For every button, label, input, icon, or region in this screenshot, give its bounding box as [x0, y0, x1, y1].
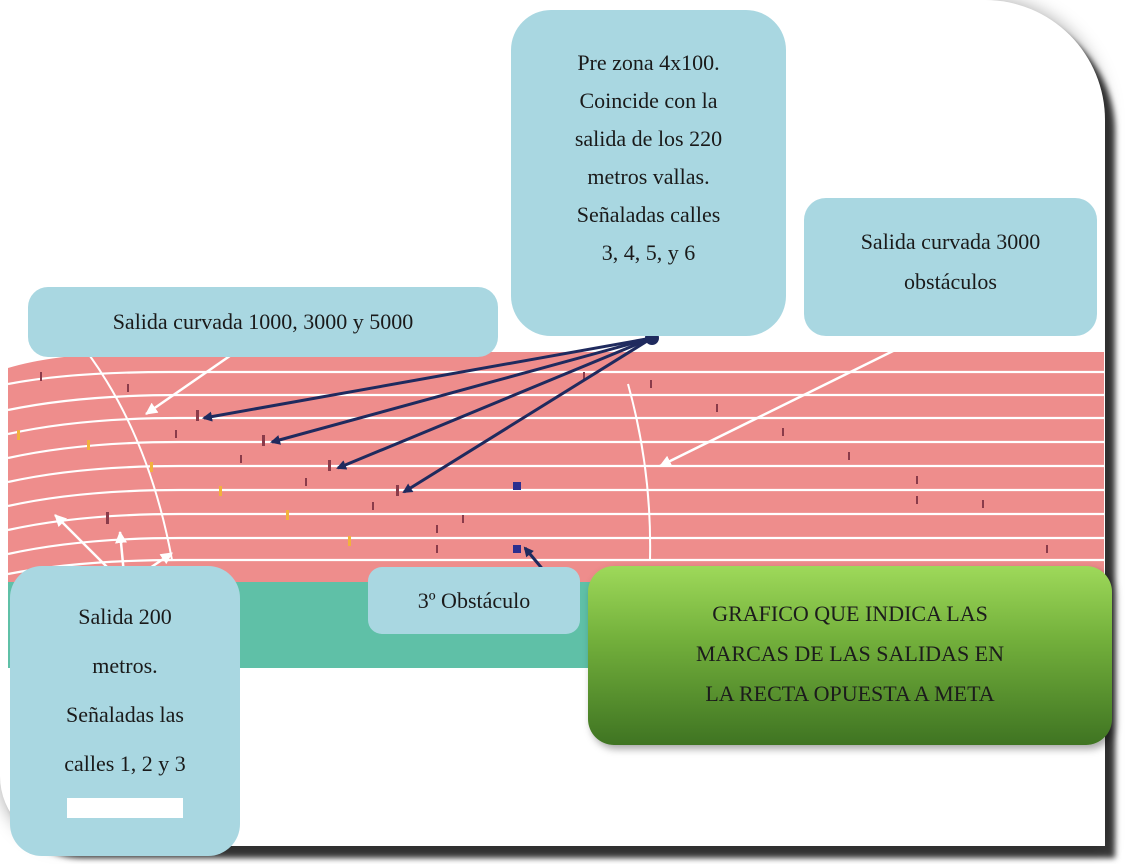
- callout-line: metros.: [92, 653, 158, 678]
- white-bar: [67, 798, 183, 818]
- pointer-arrow: [270, 336, 653, 445]
- lane-mark: [716, 404, 718, 412]
- lane-mark: [372, 502, 374, 510]
- title-line: MARCAS DE LAS SALIDAS EN: [695, 641, 1005, 666]
- lane-mark: [848, 452, 850, 460]
- hurdle-mark: [513, 482, 521, 490]
- curved-start-line-right: [627, 383, 652, 561]
- obstaculo-callout: 3º Obstáculo: [368, 567, 580, 634]
- callout-line: salida de los 220: [574, 126, 723, 151]
- lane-mark: [106, 512, 109, 524]
- lane-mark: [982, 500, 984, 508]
- lane-line: [7, 512, 1104, 532]
- lane-line: [7, 464, 1104, 484]
- orange-mark: [348, 536, 351, 546]
- lane-marks: [40, 372, 1048, 553]
- callout-line: Coincide con la: [579, 88, 718, 113]
- orange-mark: [286, 510, 289, 520]
- lane-mark: [305, 478, 307, 486]
- callout-line: calles 1, 2 y 3: [64, 751, 186, 776]
- title-box: GRAFICO QUE INDICA LAS MARCAS DE LAS SAL…: [588, 566, 1112, 745]
- pointer-arrow: [402, 336, 653, 494]
- lane-mark: [436, 545, 438, 553]
- callout-line: Salida curvada 1000, 3000 y 5000: [112, 309, 414, 334]
- orange-mark: [150, 462, 153, 472]
- lane-mark: [396, 485, 399, 496]
- lane-mark: [583, 372, 585, 380]
- salida-200-callout: Salida 200 metros. Señaladas las calles …: [10, 566, 240, 856]
- orange-arrow-marks: [17, 430, 351, 546]
- lane-line: [7, 488, 1104, 508]
- lane-line: [7, 370, 1104, 386]
- callout-line: 3, 4, 5, y 6: [601, 240, 696, 265]
- curved-start-line-left: [89, 355, 173, 561]
- callout-line: Salida 200: [78, 604, 172, 629]
- lane-mark: [462, 515, 464, 523]
- lane-line: [7, 440, 1104, 460]
- orange-mark: [17, 430, 20, 440]
- title-line: LA RECTA OPUESTA A META: [705, 681, 995, 706]
- lane-line: [7, 393, 1104, 412]
- hurdle-mark: [513, 545, 521, 553]
- lane-mark: [328, 460, 331, 471]
- lane-line: [7, 416, 1104, 436]
- pointer-arrow: [659, 312, 969, 468]
- lane-mark: [436, 525, 438, 533]
- callout-line: metros vallas.: [587, 164, 710, 189]
- lane-mark: [196, 410, 199, 421]
- lane-mark: [916, 476, 918, 484]
- title-line: GRAFICO QUE INDICA LAS: [712, 601, 988, 626]
- salida-1000-callout: Salida curvada 1000, 3000 y 5000: [28, 287, 498, 357]
- lane-mark: [127, 384, 129, 392]
- callout-line: Pre zona 4x100.: [577, 50, 720, 75]
- callout-line: Salida curvada 3000: [860, 229, 1041, 254]
- orange-mark: [219, 486, 222, 496]
- lane-mark: [650, 380, 652, 388]
- pointer-arrow: [336, 336, 653, 470]
- lane-mark: [40, 372, 42, 381]
- lane-mark: [782, 428, 784, 436]
- lane-mark: [175, 430, 177, 438]
- lane-mark: [1046, 545, 1048, 553]
- salida-3000-callout: Salida curvada 3000 obstáculos: [804, 198, 1097, 336]
- callout-line: Señaladas calles: [576, 202, 721, 227]
- lane-mark: [916, 496, 918, 504]
- callout-line: 3º Obstáculo: [417, 588, 531, 613]
- callout-line: Señaladas las: [66, 702, 184, 727]
- lane-mark: [240, 455, 242, 463]
- pre-zona-callout: Pre zona 4x100. Coincide con la salida d…: [511, 10, 786, 336]
- pointer-arrow: [202, 336, 653, 422]
- callout-line: obstáculos: [904, 269, 997, 294]
- orange-mark: [87, 440, 90, 450]
- lane-mark: [262, 435, 265, 446]
